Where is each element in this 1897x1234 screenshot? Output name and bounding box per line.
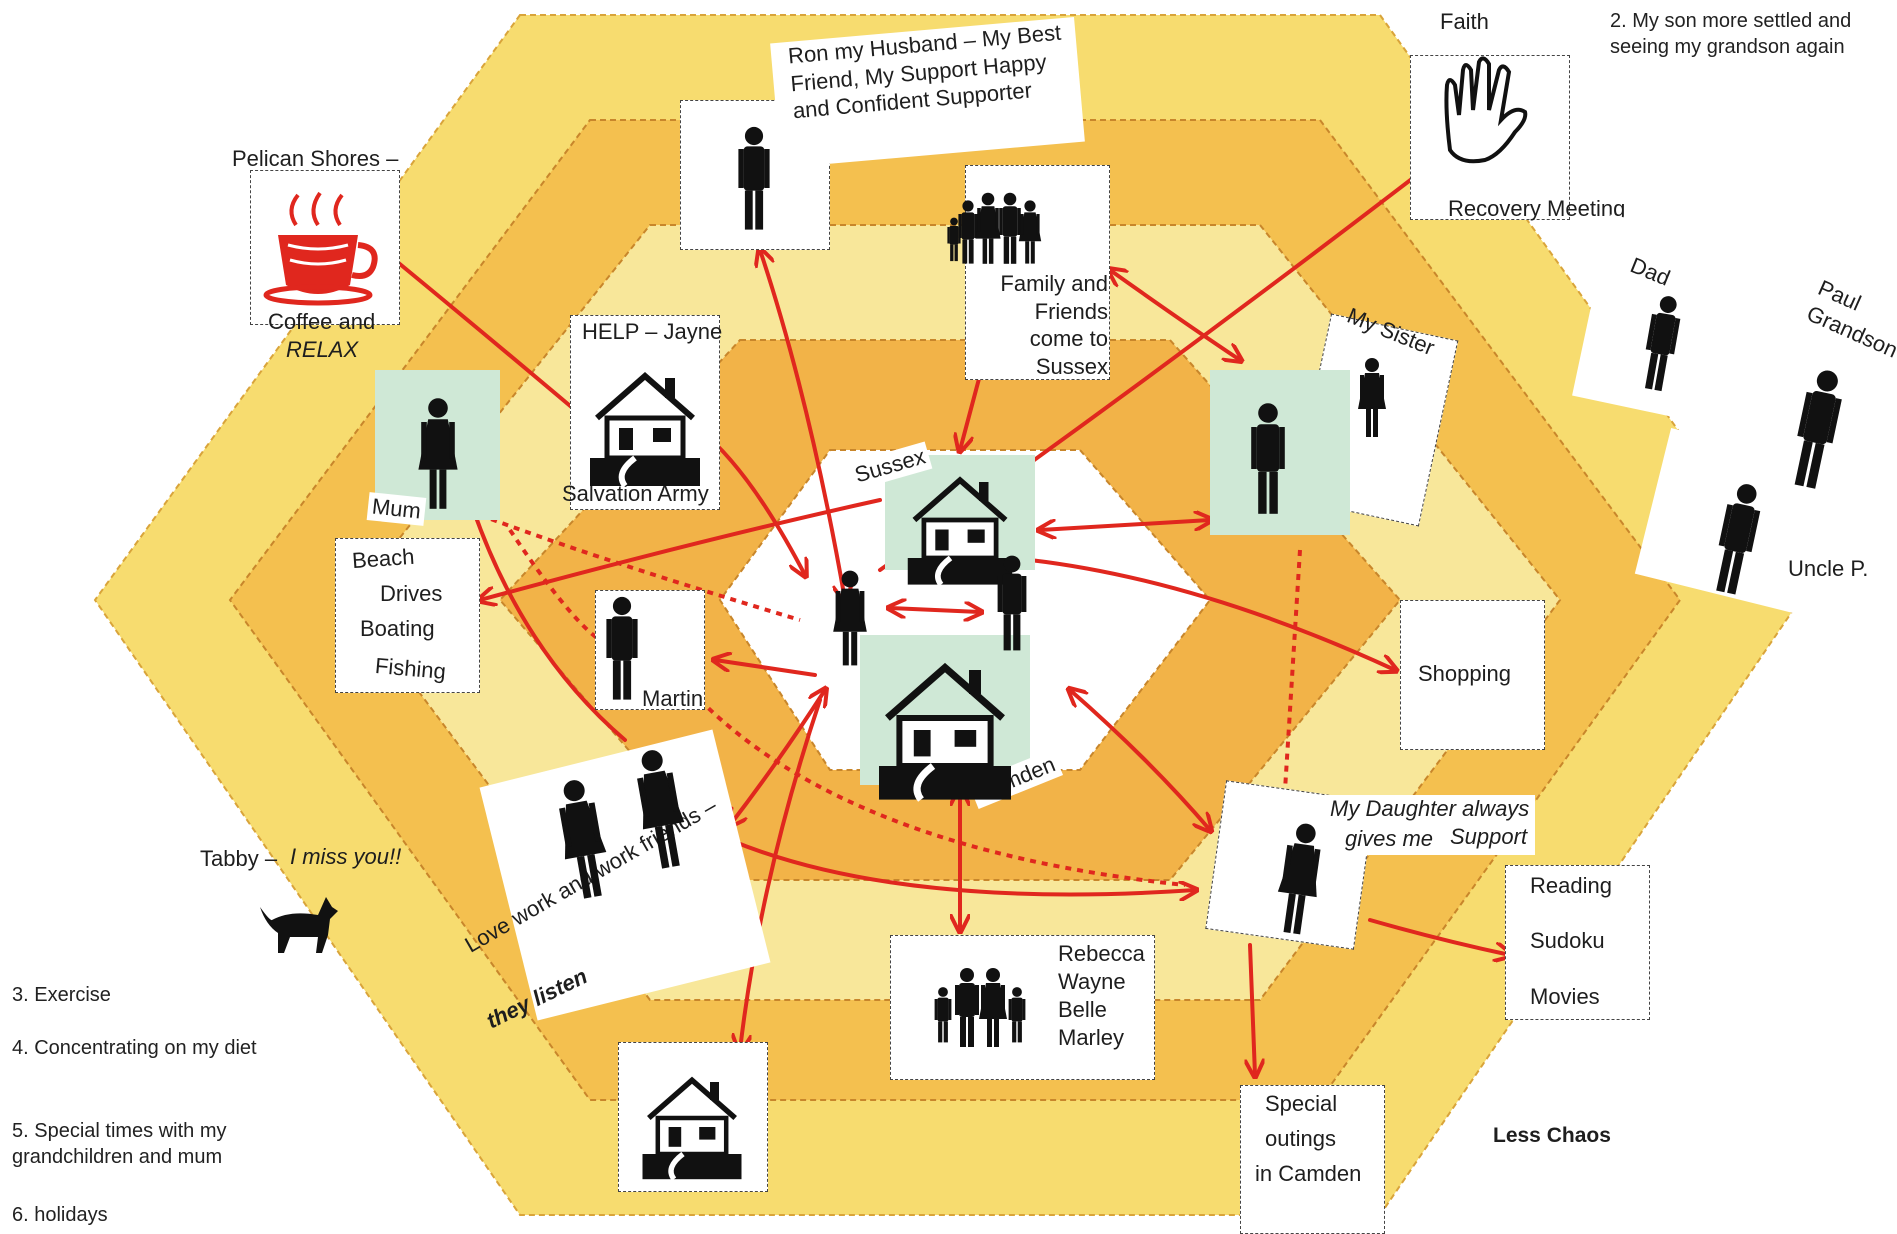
- family-friends-label: Family and Friends come to Sussex: [1000, 271, 1108, 379]
- my-daughter-label-2: gives me: [1345, 826, 1434, 851]
- beach-label: Beach: [351, 543, 416, 574]
- belle-label: Belle: [1058, 997, 1107, 1022]
- shopping-label: Shopping: [1418, 661, 1511, 686]
- movies-label: Movies: [1530, 984, 1600, 1009]
- pelican-shores-label: Pelican Shores –: [232, 146, 399, 171]
- marley-label: Marley: [1058, 1025, 1125, 1050]
- goal-item-6: 6. holidays: [12, 1204, 108, 1226]
- goal-item-5: 5. Special times with my grandchildren a…: [12, 1120, 227, 1168]
- hobbies-card: [1505, 865, 1650, 1020]
- my-daughter-label-1: My Daughter always: [1330, 796, 1530, 821]
- special-outings-label-3: in Camden: [1255, 1161, 1362, 1186]
- my-daughter-label-3: Support: [1450, 824, 1528, 849]
- relax-label: RELAX: [286, 337, 359, 362]
- goal-item-2: 2. My son more settled and seeing my gra…: [1610, 10, 1852, 58]
- mum-label: Mum: [366, 492, 427, 526]
- activities-card: [335, 538, 480, 693]
- martin-label: Martin: [642, 686, 704, 711]
- uncle-label: Uncle P.: [1788, 556, 1869, 581]
- tabby-label: Tabby –: [200, 846, 278, 871]
- salvation-army-label: Salvation Army: [562, 481, 709, 506]
- rebecca-label: Rebecca: [1058, 941, 1145, 966]
- tabby-miss-label: I miss you!!: [290, 844, 402, 869]
- boating-label: Boating: [360, 616, 435, 641]
- coffee-label: Coffee and: [268, 309, 376, 334]
- special-outings-label-1: Special: [1265, 1091, 1338, 1116]
- goal-item-3: 3. Exercise: [12, 984, 111, 1006]
- help-jayne-label: HELP – Jayne: [582, 319, 723, 344]
- goal-item-4: 4. Concentrating on my diet: [12, 1037, 257, 1059]
- special-outings-label-2: outings: [1265, 1126, 1336, 1151]
- my-sister-green-card: [1210, 370, 1350, 535]
- reading-label: Reading: [1530, 873, 1612, 898]
- camden-house-card: [860, 635, 1030, 785]
- wayne-label: Wayne: [1058, 969, 1126, 994]
- less-chaos-label: Less Chaos: [1493, 1124, 1611, 1147]
- faith-label: Faith: [1440, 9, 1489, 34]
- coffee-card: [250, 170, 400, 325]
- bottom-house-card: [618, 1042, 768, 1192]
- my-daughter-text-card: [1325, 795, 1535, 855]
- special-outings-card: [1240, 1085, 1385, 1234]
- drives-label: Drives: [380, 581, 443, 606]
- sudoku-label: Sudoku: [1530, 928, 1605, 953]
- recovery-meeting-label: Recovery Meeting: [1448, 196, 1626, 221]
- shopping-card: [1400, 600, 1545, 750]
